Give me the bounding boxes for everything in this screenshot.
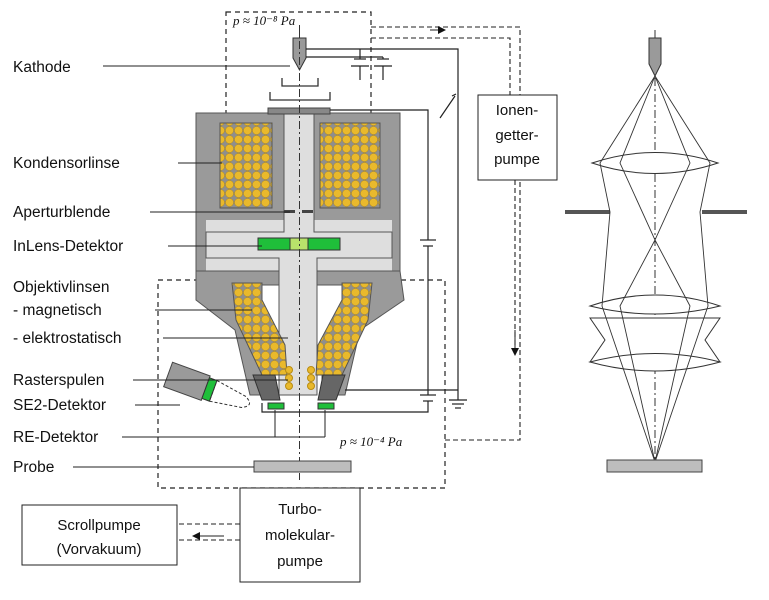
ray-objective-lens-top bbox=[588, 294, 722, 315]
svg-text:molekular-: molekular- bbox=[265, 527, 335, 544]
svg-text:getter-: getter- bbox=[495, 127, 538, 144]
turbo-pump: Turbo- molekular- pumpe bbox=[239, 487, 361, 583]
ray-aperture bbox=[565, 210, 610, 214]
leader-lines bbox=[73, 65, 326, 468]
re-detector-right bbox=[317, 402, 335, 410]
svg-text:(Vorvakuum): (Vorvakuum) bbox=[56, 541, 141, 558]
scroll-pump: Scrollpumpe (Vorvakuum) bbox=[21, 504, 178, 566]
objective-coil-right bbox=[315, 282, 373, 376]
se2-detector bbox=[163, 361, 251, 408]
svg-text:pumpe: pumpe bbox=[494, 151, 540, 168]
label-inlens: InLens-Detektor bbox=[13, 238, 123, 255]
wiring bbox=[261, 48, 467, 413]
svg-text:pumpe: pumpe bbox=[277, 553, 323, 570]
label-rasterspulen: Rasterspulen bbox=[13, 372, 104, 389]
objective-coil-left bbox=[231, 282, 288, 376]
svg-text:Turbo-: Turbo- bbox=[278, 501, 322, 518]
chamber-region bbox=[157, 279, 446, 489]
label-objektiv: Objektivlinsen bbox=[13, 279, 110, 296]
ray-condenser-lens bbox=[590, 152, 720, 174]
ion-getter-pump: Ionen- getter- pumpe bbox=[477, 94, 558, 181]
svg-text:Ionen-: Ionen- bbox=[496, 102, 539, 119]
probe-sample bbox=[253, 460, 352, 473]
pressure-high-vacuum: p ≈ 10⁻⁸ Pa bbox=[232, 13, 296, 28]
label-kathode: Kathode bbox=[13, 59, 71, 76]
label-probe: Probe bbox=[13, 459, 54, 476]
condenser-coil-right bbox=[319, 122, 381, 209]
label-aperturblende: Aperturblende bbox=[13, 204, 110, 221]
scan-coils bbox=[285, 366, 315, 390]
label-re: RE-Detektor bbox=[13, 429, 98, 446]
label-se2: SE2-Detektor bbox=[13, 397, 106, 414]
ray-diagram bbox=[565, 30, 747, 473]
label-elektrostatisch: - elektrostatisch bbox=[13, 330, 122, 347]
pressure-chamber: p ≈ 10⁻⁴ Pa bbox=[339, 434, 403, 449]
re-detector-left bbox=[267, 402, 285, 410]
condenser-coil-left bbox=[219, 122, 273, 209]
ray-probe bbox=[606, 459, 703, 473]
svg-text:Scrollpumpe: Scrollpumpe bbox=[57, 517, 140, 534]
label-magnetisch: - magnetisch bbox=[13, 302, 102, 319]
label-kondensorlinse: Kondensorlinse bbox=[13, 155, 120, 172]
